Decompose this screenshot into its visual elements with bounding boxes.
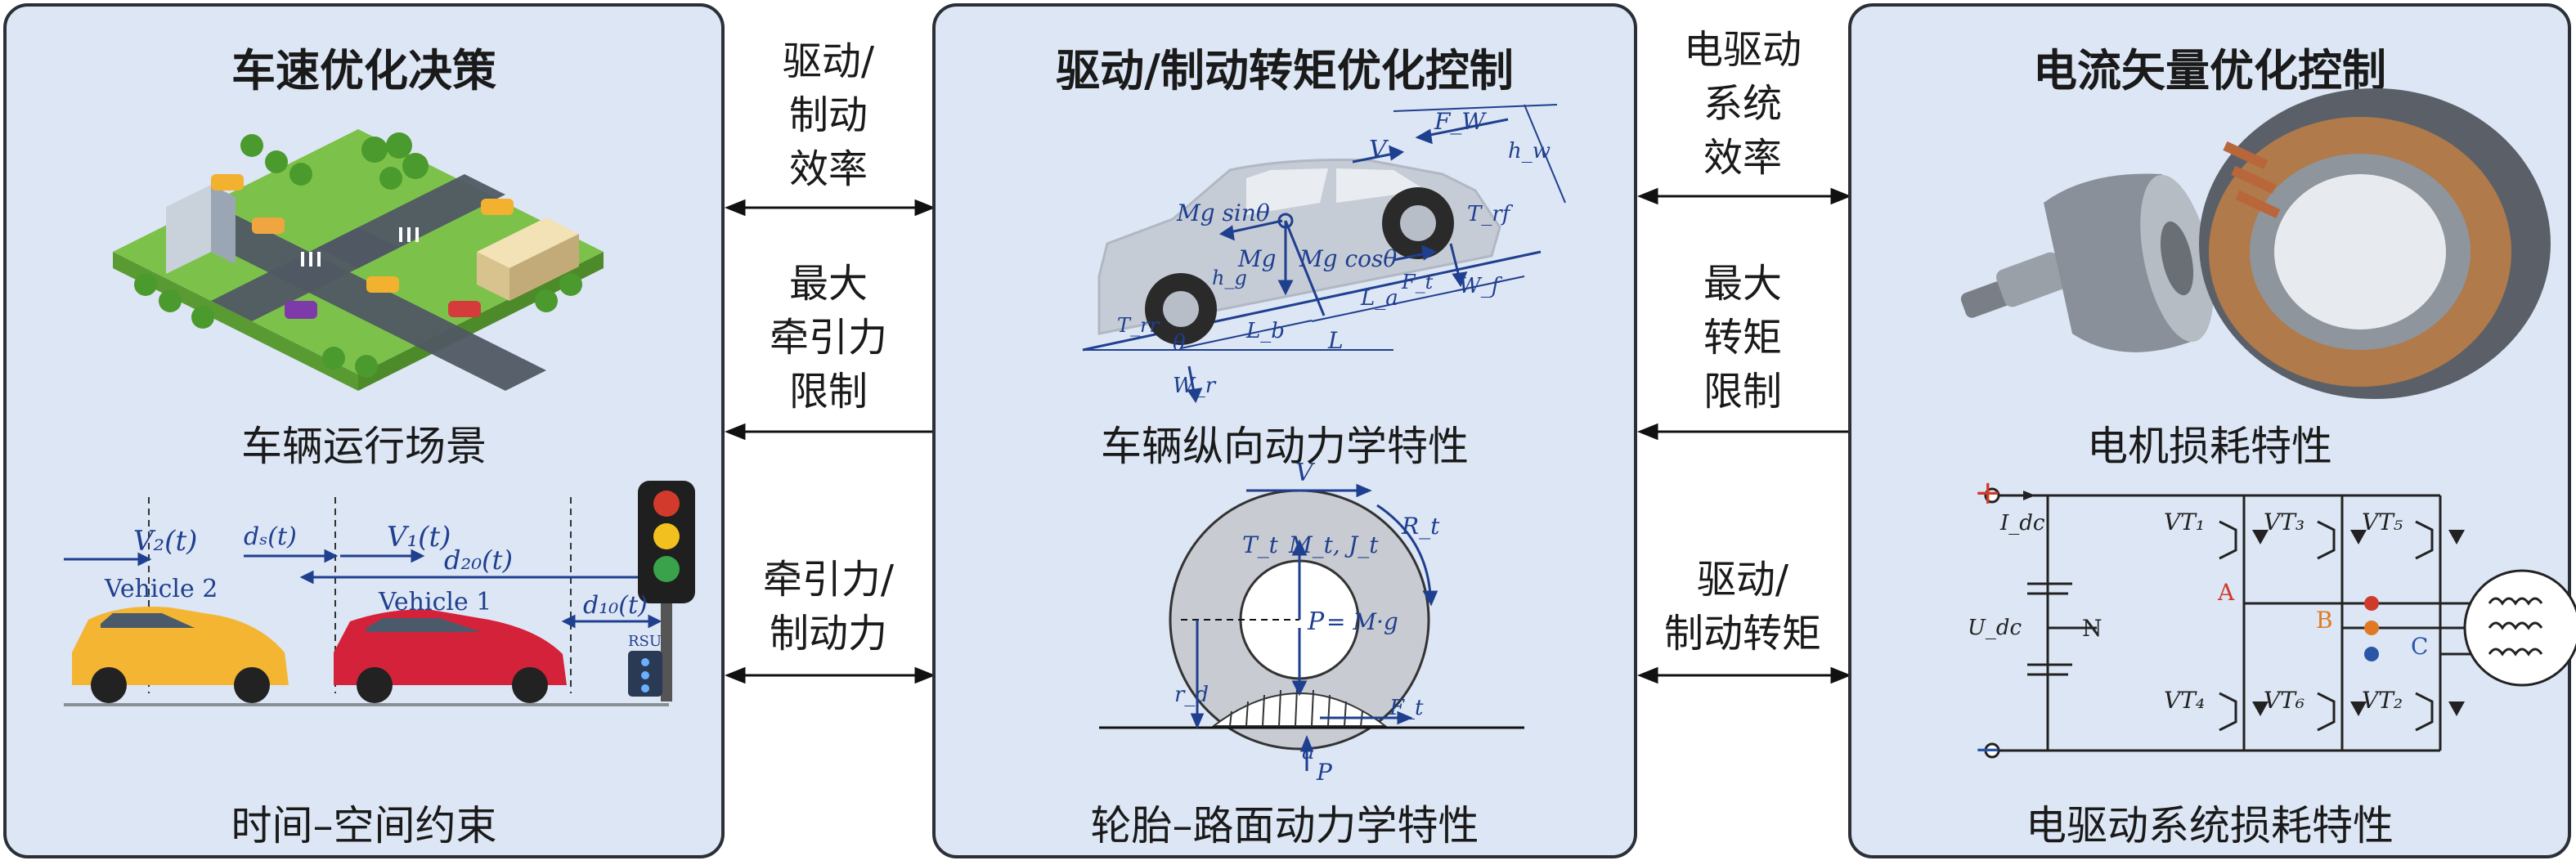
caption-tire-road: 轮胎–路面动力学特性	[1090, 802, 1479, 849]
label-vehicle-2: Vehicle 2	[104, 575, 218, 603]
cd-label-lb: L_b	[1245, 319, 1285, 343]
cd-label-fw: F_W	[1434, 108, 1487, 135]
panel-title-speed: 车速优化决策	[231, 45, 496, 96]
cd-label-la: L_a	[1360, 286, 1398, 311]
caption-vehicle-scene: 车辆运行场景	[241, 423, 487, 470]
tire-label-p: P	[1307, 607, 1325, 636]
inv-label-vt2: VT₂	[2362, 687, 2403, 714]
caption-motor-loss: 电机损耗特性	[2087, 423, 2332, 470]
inv-label-plus: +	[1974, 474, 2002, 512]
cd-label-trf: T_rf	[1467, 202, 1514, 226]
inv-label-c: C	[2411, 633, 2428, 660]
cd-label-v: V	[1369, 136, 1389, 164]
inv-label-vt1: VT₁	[2164, 509, 2205, 536]
tire-label-jt: J_t	[1344, 531, 1379, 558]
vehicle-dynamics-figure: V F_W h_w Mg sinθ T_rf Mg Mg cosθ h_g F_…	[1082, 104, 1566, 404]
tire-label-a: a	[1302, 740, 1315, 764]
traffic-light-shape	[628, 481, 695, 701]
link-edrive-efficiency: 电驱动系统效率	[1683, 27, 1802, 181]
tire-label-ft: F_t	[1389, 696, 1424, 720]
inv-label-vt4: VT₄	[2164, 687, 2205, 714]
tire-label-rd: r_d	[1174, 683, 1209, 707]
tire-label-v: V	[1295, 459, 1316, 487]
link-max-torque-limit: 最大转矩限制	[1703, 261, 1782, 415]
tire-road-figure: V R_t T_t M_t, J_t P = M·g r_d F_t a P	[1099, 459, 1524, 786]
cd-label-wf: W_f	[1459, 274, 1503, 298]
cd-label-l: L	[1327, 327, 1344, 354]
label-v1: V₁(t)	[387, 521, 451, 554]
tire-label-mt: M_t,	[1288, 531, 1340, 558]
inverter-circuit: + − I_dc U_dc N A B C VT₁ VT₃ VT₅ VT₄ VT…	[1968, 474, 2576, 769]
cd-label-theta: θ	[1173, 331, 1186, 356]
link-max-traction-limit: 最大牵引力限制	[769, 261, 887, 415]
inv-label-vt6: VT₆	[2264, 687, 2304, 714]
cd-label-hw: h_w	[1508, 139, 1551, 164]
cd-label-mg: Mg	[1237, 245, 1277, 272]
switch-shapes	[2219, 520, 2434, 732]
label-ds: dₛ(t)	[244, 522, 297, 551]
label-d20: d₂₀(t)	[444, 545, 513, 576]
inv-label-a: A	[2217, 579, 2235, 606]
speed-decision-panel: 车速优化决策 车辆运行场景 时间–空间约束	[3, 3, 725, 858]
inv-label-idc: I_dc	[1999, 511, 2045, 536]
motor-illustration	[1960, 88, 2551, 399]
inv-label-b: B	[2316, 607, 2333, 634]
rotor-shape	[1960, 173, 2214, 352]
panel-title-current: 电流矢量优化控制	[2033, 45, 2386, 96]
label-v2: V₂(t)	[133, 525, 197, 558]
vehicle-2-car-shape	[72, 607, 289, 703]
cd-label-hg: h_g	[1212, 267, 1247, 289]
inv-label-n: N	[2082, 615, 2103, 642]
cd-label-trr: T_rr	[1117, 314, 1160, 337]
label-rsu: RSU	[628, 633, 662, 650]
inv-label-vt3: VT₃	[2264, 509, 2304, 536]
link-drive-brake-torque: 驱动/制动转矩	[1663, 557, 1821, 657]
link-drive-brake-efficiency: 驱动/制动效率	[782, 38, 875, 192]
city-intersection-illustration	[113, 129, 604, 391]
cd-label-mgcos: Mg cosθ	[1299, 245, 1397, 272]
current-vector-panel: 电流矢量优化控制 电机损耗特性 电驱动系统损耗特性	[1848, 3, 2576, 858]
time-space-illustration: V₂(t) dₛ(t) V₁(t) d₂₀(t) d₁₀(t) Vehicle …	[64, 481, 695, 706]
tire-label-eq: = M·g	[1326, 608, 1398, 635]
caption-time-space: 时间–空间约束	[231, 802, 497, 849]
cd-label-ft: F_t	[1401, 271, 1434, 294]
link-traction-brake-force: 牵引力/制动力	[762, 557, 895, 657]
tire-label-p2: P	[1316, 759, 1333, 786]
tire-label-tt: T_t	[1242, 531, 1279, 558]
label-d10: d₁₀(t)	[583, 591, 648, 620]
caption-longitudinal-dynamics: 车辆纵向动力学特性	[1101, 423, 1469, 470]
inv-label-vt5: VT₅	[2362, 509, 2403, 536]
caption-edrive-loss: 电驱动系统损耗特性	[2026, 802, 2394, 849]
label-vehicle-1: Vehicle 1	[378, 588, 491, 616]
torque-control-panel: 驱动/制动转矩优化控制 车辆纵向动力学特性 轮胎–路面动力学特性 V F_	[932, 3, 1637, 858]
motor-windings-shape	[2463, 569, 2576, 687]
inv-label-udc: U_dc	[1968, 616, 2022, 640]
vehicle-1-car-shape	[334, 609, 567, 703]
inv-label-minus: −	[1974, 731, 2002, 769]
panel-title-torque: 驱动/制动转矩优化控制	[1056, 45, 1514, 96]
cd-label-mgsin: Mg sinθ	[1176, 199, 1270, 226]
stator-shape	[2199, 88, 2551, 399]
tire-label-rt: R_t	[1401, 513, 1440, 540]
cd-label-wr: W_r	[1173, 374, 1217, 398]
